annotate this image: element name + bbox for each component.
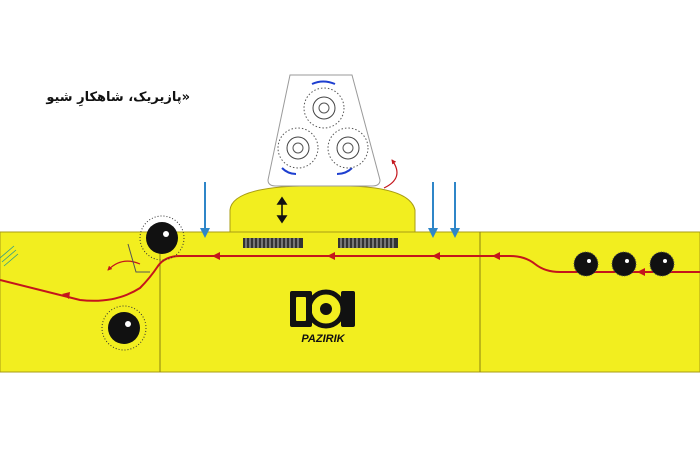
fabric-web-path (0, 255, 700, 302)
turret-roller-top (303, 87, 345, 129)
double-arrow-vertical-icon (276, 196, 288, 224)
roller-icon-lower (101, 305, 147, 351)
brush-head-dome (229, 185, 416, 233)
rotation-arrow-top (311, 80, 336, 85)
turret-roller-left (277, 127, 319, 169)
fabric-exit-lines (0, 245, 19, 267)
turret-roller-right (327, 127, 369, 169)
rotation-arrow-left (281, 167, 297, 175)
roller-icon-upper (139, 215, 185, 261)
caption-text: «پازیریک، شاهکارِ شیو (46, 90, 190, 105)
roller-icon-entry-1 (573, 251, 599, 277)
rotation-arrow-right (336, 167, 353, 175)
curved-arrow-icon-turret (383, 159, 398, 189)
roller-icon-entry-2 (611, 251, 637, 277)
curved-arrow-icon-exit (107, 260, 141, 271)
roller-icon-entry-3 (649, 251, 675, 277)
exit-guide-bar (127, 243, 150, 273)
wire-brush-icon-left (243, 238, 303, 248)
wire-brush-icon-right (338, 238, 398, 248)
pazirik-logo-icon: PAZIRIK (290, 289, 355, 345)
logo-wordmark: PAZIRIK (301, 333, 345, 345)
web-direction-arrows (62, 252, 645, 299)
